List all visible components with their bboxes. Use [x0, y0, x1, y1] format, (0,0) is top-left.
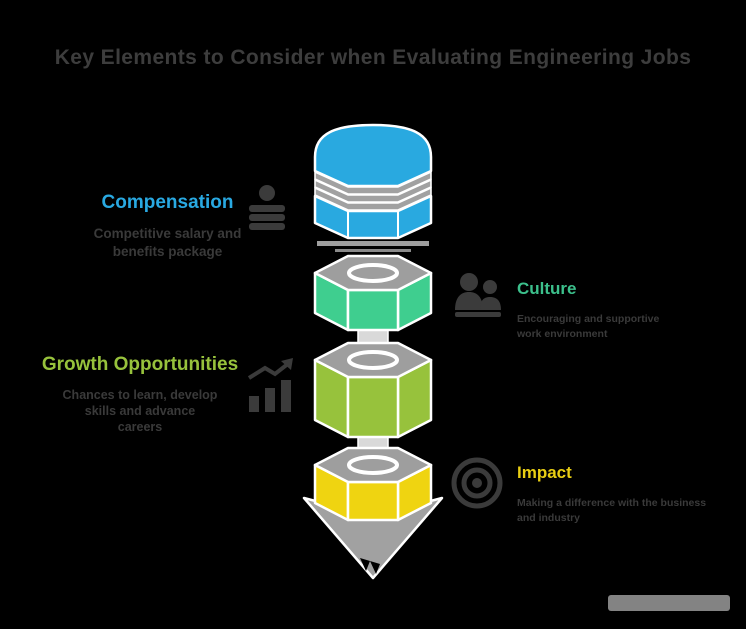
desc-line: Encouraging and supportive: [517, 313, 660, 325]
pencil-segment-growth: [313, 341, 433, 439]
section-compensation: Compensation Competitive salary and bene…: [55, 192, 280, 261]
coins-icon: [243, 183, 291, 235]
section-title-compensation: Compensation: [101, 192, 234, 213]
people-icon: [452, 268, 504, 326]
pencil-diagram: [302, 123, 444, 580]
desc-line: careers: [117, 420, 163, 434]
pencil-segment-compensation: [313, 123, 433, 240]
desc-line: Chances to learn, develop: [62, 388, 218, 402]
watermark-badge: [608, 595, 730, 611]
page-title: Key Elements to Consider when Evaluating…: [54, 46, 692, 69]
section-growth-opportunities: Growth Opportunities Chances to learn, d…: [10, 354, 270, 435]
desc-line: and industry: [517, 512, 581, 524]
section-title-culture: Culture: [517, 279, 577, 298]
desc-line: skills and advance: [84, 404, 196, 418]
section-title-growth: Growth Opportunities: [41, 354, 239, 375]
pencil-segment-impact: [313, 446, 433, 522]
section-impact: Impact Making a difference with the busi…: [517, 463, 742, 526]
target-icon: [448, 452, 506, 514]
reflection-sliver: [335, 249, 411, 252]
growth-chart-icon: [245, 358, 297, 416]
desc-line: work environment: [517, 328, 608, 340]
pencil-segment-culture: [313, 254, 433, 332]
section-title-impact: Impact: [517, 463, 572, 482]
desc-line: Making a difference with the business: [517, 497, 707, 509]
desc-line: Competitive salary and: [93, 226, 242, 241]
section-culture: Culture Encouraging and supportive work …: [517, 279, 732, 342]
desc-line: benefits package: [112, 244, 223, 259]
reflection-sliver: [317, 241, 429, 246]
